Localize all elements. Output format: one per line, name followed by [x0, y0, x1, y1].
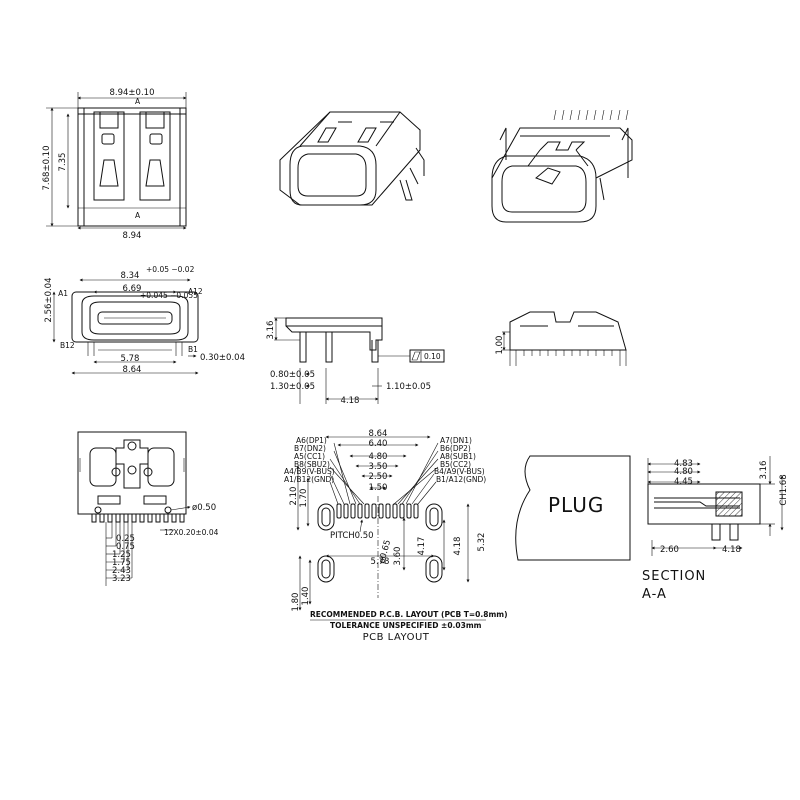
section-mark-bottom: A	[135, 211, 141, 220]
pcb-width-2: 6.40	[369, 439, 388, 449]
top-height-inner-label: 7.35	[58, 153, 68, 172]
section-h1: 3.16	[759, 461, 769, 480]
front-base-width: 8.64	[123, 365, 142, 375]
front-pin-span: 5.78	[121, 354, 140, 364]
side-lead-b: 1.30±0.05	[270, 382, 315, 392]
pcb-v-d: 5.32	[477, 533, 487, 552]
pcb-width-4: 3.50	[369, 462, 388, 472]
pcb-left-label-5: A4/B9(V-BUS)	[284, 467, 335, 476]
section-view: PLUG 4.83 4.80 4.45 3.16 CH1.68 2.60 4.1…	[515, 455, 789, 602]
section-h2: CH1.68	[779, 474, 789, 505]
bottom-pitch: 12X0.20±0.04	[164, 528, 219, 537]
section-subtitle: A-A	[642, 587, 667, 602]
section-w3: 4.45	[674, 477, 693, 487]
front-view: A1 A12 B12 B1 8.34 +0.05 −0.02 6.69 +0.0…	[44, 265, 245, 375]
pcb-left-label-4: B8(SBU2)	[294, 460, 330, 469]
corner-a1: A1	[58, 289, 68, 298]
side-view: 3.16 0.10 0.80±0.05 1.30±0.05 4.18 1.10±…	[266, 317, 445, 406]
pcb-left-label-3: A5(CC1)	[294, 452, 325, 461]
section-mark-top: A	[135, 97, 141, 106]
side-height: 3.16	[266, 321, 276, 340]
section-w1: 4.83	[674, 459, 693, 469]
bottom-dim-4: 1.75	[112, 558, 131, 568]
section-b1: 2.60	[660, 545, 679, 555]
iso-view-rear	[491, 109, 633, 223]
front-inner-width: 6.69	[123, 284, 142, 294]
pcb-span: 5.78	[371, 557, 390, 567]
top-height-outer-label: 7.68±0.10	[42, 146, 52, 191]
pcb-left-label-1: A6(DP1)	[296, 436, 327, 445]
pcb-right-label-4: B5(CC2)	[440, 460, 471, 469]
pcb-v-b: 4.17	[417, 537, 427, 556]
corner-a12: A12	[188, 287, 203, 296]
rear-view: 1.00	[495, 311, 627, 366]
pcb-note-tolerance: TOLERANCE UNSPECIFIED ±0.03mm	[330, 621, 482, 630]
top-view: 8.94±0.10 A A 8.94 7.68±0.10 7.35	[42, 88, 187, 241]
front-pin-width: 0.30±0.04	[200, 353, 245, 363]
pcb-right-label-3: A8(SUB1)	[440, 452, 476, 461]
bottom-hole: ø0.50	[192, 503, 216, 513]
bottom-dim-6: 3.23	[112, 574, 131, 584]
side-spacing: 4.18	[341, 396, 360, 406]
section-b2: 4.18	[722, 545, 741, 555]
front-depth-label: 2.56±0.04	[44, 278, 54, 323]
corner-b1: B1	[188, 345, 198, 354]
pcb-v-c: 4.18	[453, 537, 463, 556]
pcb-right-label-2: B6(DP2)	[440, 444, 471, 453]
pcb-left-label-6: A1/B12(GND)	[284, 475, 334, 484]
pcb-note-recommended: RECOMMENDED P.C.B. LAYOUT (PCB T=0.8mm)	[310, 610, 508, 619]
bottom-dim-3: 1.25	[112, 550, 131, 560]
bottom-view: ø0.50 12X0.20±0.04 0.25 0.75 1.25 1.75 2…	[77, 431, 219, 586]
pcb-right-label-1: A7(DN1)	[440, 436, 472, 445]
corner-b12: B12	[60, 341, 75, 350]
bottom-dim-5: 2.43	[112, 566, 131, 576]
pcb-layout-title: PCB LAYOUT	[363, 632, 430, 643]
pcb-width-5: 2.50	[369, 472, 388, 482]
front-inner-tol: +0.045 −0.055	[140, 291, 198, 300]
pcb-slot-inner: 1.40	[301, 587, 311, 606]
pcb-width-6: 1.50	[369, 483, 388, 493]
pcb-slot-outer: 1.80	[291, 593, 301, 612]
front-outer-tol: +0.05 −0.02	[146, 265, 195, 274]
section-w2: 4.80	[674, 467, 693, 477]
bottom-dim-1: 0.25	[116, 534, 135, 544]
rear-height: 1.00	[495, 336, 505, 355]
side-lead-c: 1.10±0.05	[386, 382, 431, 392]
pcb-width-3: 4.80	[369, 452, 388, 462]
pcb-pitch: PITCH0.50	[330, 531, 374, 541]
side-flatness: 0.10	[424, 352, 441, 361]
pcb-right-label-6: B1/A12(GND)	[436, 475, 486, 484]
pcb-right-label-5: B4/A9(V-BUS)	[434, 467, 485, 476]
side-lead-a: 0.80±0.05	[270, 370, 315, 380]
bottom-dim-2: 0.75	[116, 542, 135, 552]
pcb-layout: 8.64 6.40 4.80 3.50 2.50 1.50 A6(DP1) B7…	[284, 429, 508, 643]
front-outer-width: 8.34	[121, 271, 140, 281]
section-title: SECTION	[642, 569, 706, 584]
plug-label: PLUG	[548, 493, 604, 517]
top-bottom-width-label: 8.94	[123, 231, 142, 241]
pcb-h-left-outer: 2.10	[289, 487, 299, 506]
iso-view-front	[279, 111, 425, 206]
top-width-label: 8.94±0.10	[110, 88, 155, 98]
pcb-width-1: 8.64	[369, 429, 388, 439]
pcb-h-left-inner: 1.70	[299, 489, 309, 508]
pcb-left-label-2: B7(DN2)	[294, 444, 326, 453]
